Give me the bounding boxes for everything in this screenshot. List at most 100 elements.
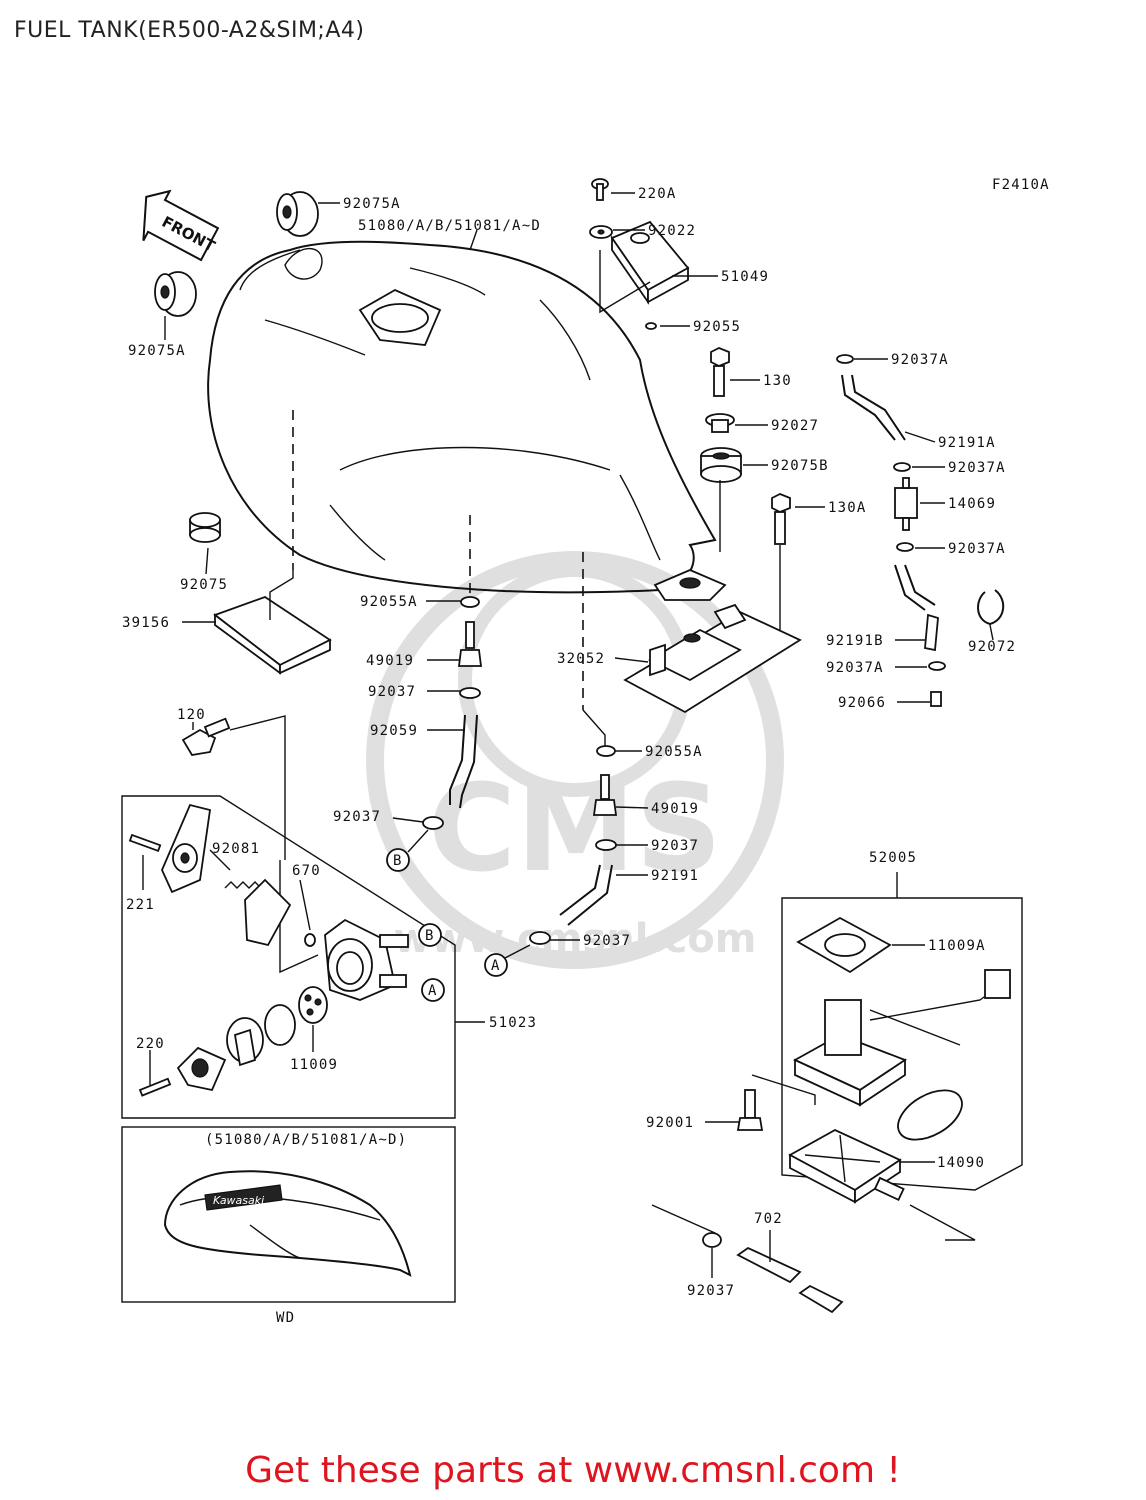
callout-92037-1: 92037 [368, 684, 416, 700]
fuel-tank-body [207, 240, 727, 601]
callout-labels: 92075A 51080/A/B/51081/A~D 92075A 220A 9… [122, 186, 1016, 1326]
petcock-body [324, 918, 409, 1001]
callout-39156: 39156 [122, 615, 170, 631]
hose-92059 [449, 714, 466, 805]
o-ring-92055 [645, 322, 657, 330]
plug-92066 [930, 691, 942, 707]
watermark-brand: CMS [428, 760, 722, 899]
callout-92001: 92001 [646, 1115, 694, 1131]
callout-49019-1: 49019 [366, 653, 414, 669]
screw-220a [591, 178, 609, 201]
leader-lines [142, 192, 994, 1278]
bolt-130a [771, 493, 791, 545]
clamp-92037-2 [422, 816, 444, 830]
rubber-bushing-92075 [189, 512, 221, 543]
callout-92075b: 92075B [771, 458, 829, 474]
callout-221: 221 [126, 897, 155, 913]
callout-92022: 92022 [648, 223, 696, 239]
callout-130a: 130A [828, 500, 867, 516]
callout-92037-3: 92037 [651, 838, 699, 854]
callout-92037-2: 92037 [333, 809, 381, 825]
clamp-92072 [977, 589, 1005, 626]
hose-92191a [841, 374, 896, 441]
bolt-120 [181, 717, 231, 756]
callout-92037-4: 92037 [583, 933, 631, 949]
footer-cta-link[interactable]: Get these parts at www.cmsnl.com ! [245, 1450, 901, 1491]
callout-92027: 92027 [771, 418, 819, 434]
callout-92037a-3: 92037A [948, 541, 1006, 557]
collar-92027 [705, 413, 735, 433]
callout-92191b: 92191B [826, 633, 884, 649]
marker-b-2: B [418, 923, 442, 947]
callout-92072: 92072 [968, 639, 1016, 655]
callout-11009: 11009 [290, 1057, 338, 1073]
lever-plate [176, 1046, 227, 1092]
clamp-92037a-2 [893, 462, 911, 472]
sender-unit [793, 969, 1011, 1141]
gasket-11009a [796, 916, 892, 974]
callout-92075: 92075 [180, 577, 228, 593]
front-arrow-icon: FRONT [142, 189, 220, 262]
screw-220 [138, 1077, 172, 1097]
callout-92037a-4: 92037A [826, 660, 884, 676]
clamp-92037a-3 [896, 542, 914, 552]
pump-14090 [788, 1128, 905, 1204]
callout-49019-2: 49019 [651, 801, 699, 817]
spring-92081 [224, 881, 262, 889]
hose-92191 [559, 864, 601, 916]
ref-code: F2410A [992, 177, 1050, 193]
callout-92081: 92081 [212, 841, 260, 857]
bolt-92001 [736, 1089, 764, 1131]
washer-92022 [589, 225, 613, 239]
callout-11009a: 11009A [928, 938, 986, 954]
callout-92191a: 92191A [938, 435, 996, 451]
callout-220a: 220A [638, 186, 677, 202]
clamp-92037a-4 [928, 661, 946, 671]
clamp-92037-1 [459, 687, 481, 699]
callout-130: 130 [763, 373, 792, 389]
callout-51023: 51023 [489, 1015, 537, 1031]
rubber-damper-92075a-left [154, 271, 197, 317]
bolt-130 [710, 347, 730, 397]
marker-a-1: A [484, 953, 508, 977]
cap-51049 [610, 220, 690, 305]
callout-670: 670 [292, 863, 321, 879]
hose-92191b [894, 564, 926, 611]
callout-92075a-left: 92075A [128, 343, 186, 359]
clamp-92037-5 [702, 1232, 722, 1248]
clamp-92037-3 [595, 839, 617, 851]
callout-tank: 51080/A/B/51081/A~D [358, 218, 541, 234]
o-ring-92055a-2 [596, 745, 616, 757]
watermark-url: www.cmsnl.com [394, 916, 757, 962]
rubber-damper-92075a-top [276, 191, 319, 237]
callout-702: 702 [754, 1211, 783, 1227]
watermark: CMS www.cmsnl.com [366, 551, 784, 969]
callout-92075a-top: 92075A [343, 196, 401, 212]
callout-92037a-1: 92037A [891, 352, 949, 368]
callout-92037a-2: 92037A [948, 460, 1006, 476]
callout-32052: 32052 [557, 651, 605, 667]
callout-51049: 51049 [721, 269, 769, 285]
inset-title: (51080/A/B/51081/A~D) [205, 1132, 407, 1148]
svg-text:A: A [428, 983, 438, 999]
callout-92059: 92059 [370, 723, 418, 739]
tank-brand-logo: Kawasaki [213, 1194, 264, 1207]
fitting-49019-2 [592, 774, 618, 816]
callout-52005: 52005 [869, 850, 917, 866]
bracket-32052 [623, 603, 802, 714]
wd-tank-inset: Kawasaki [121, 1126, 456, 1303]
callout-92191: 92191 [651, 868, 699, 884]
callout-92055a-1: 92055A [360, 594, 418, 610]
callout-14090: 14090 [937, 1155, 985, 1171]
lever-knob [226, 1017, 264, 1067]
hose-702 [736, 1246, 844, 1314]
diaphragm-plate [244, 878, 292, 947]
clamp-92037-4 [529, 931, 551, 945]
screw-221 [128, 833, 162, 853]
callout-92037-5: 92037 [687, 1283, 735, 1299]
page-title: FUEL TANK(ER500-A2&SIM;A4) [14, 18, 365, 43]
pad-39156 [213, 596, 332, 675]
callout-120: 120 [177, 707, 206, 723]
level-sender-box [781, 872, 1023, 1191]
filter-disc-11009 [298, 986, 328, 1024]
